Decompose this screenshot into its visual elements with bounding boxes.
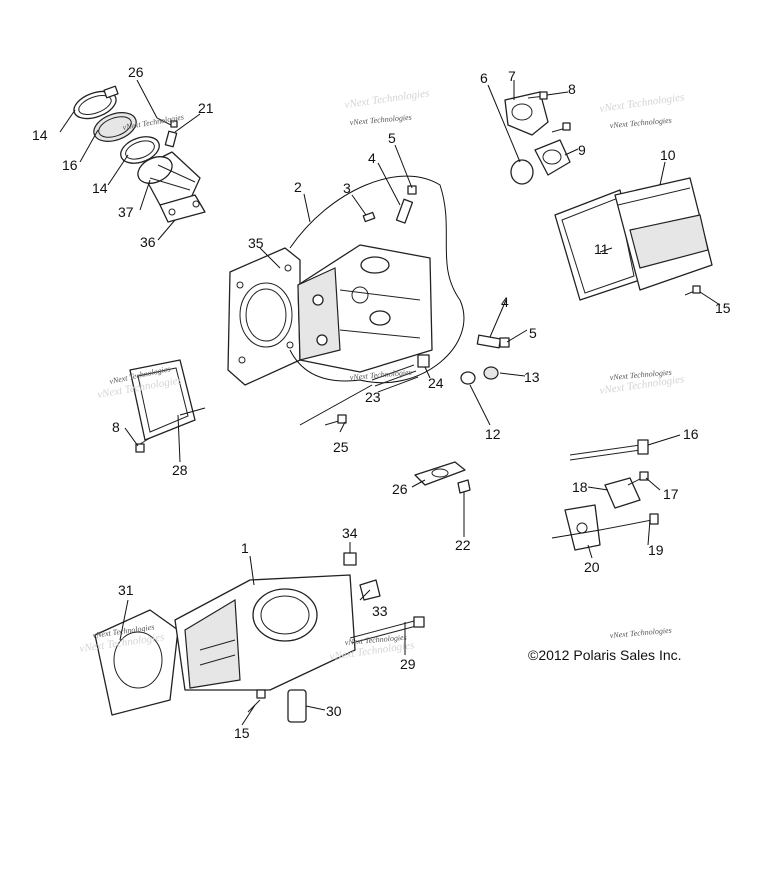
bolt-part-8-left	[135, 437, 151, 453]
callout-30: 30	[326, 703, 342, 719]
callout-8: 8	[112, 419, 120, 435]
washer-part-21	[457, 479, 471, 494]
callout-9: 9	[578, 142, 586, 158]
seal-part-5-lower	[499, 337, 510, 348]
callout-35: 35	[248, 235, 264, 251]
callout-5: 5	[388, 130, 396, 146]
callout-26: 26	[392, 481, 408, 497]
tensioner-part-20	[564, 504, 601, 551]
callout-27: 21	[198, 100, 214, 116]
spring-part-23	[371, 364, 419, 393]
callout-32: 26	[128, 64, 144, 80]
tensioner-body-part-18	[604, 477, 641, 509]
watermark: vNext Technologies	[609, 116, 672, 130]
watermark: vNext Technologies	[349, 113, 412, 127]
callout-4: 4	[501, 294, 509, 310]
valve-cover-part-10	[614, 177, 713, 291]
bolt-part-16	[569, 439, 649, 461]
sleeve-part-4-lower	[476, 334, 502, 349]
callout-6: 6	[480, 70, 488, 86]
callout-4: 4	[368, 150, 376, 166]
callout-24: 24	[428, 375, 444, 391]
callout-16: 16	[683, 426, 699, 442]
bushing-part-30	[287, 689, 307, 723]
callout-25: 25	[333, 439, 349, 455]
exhaust-gasket-part-28	[129, 359, 196, 441]
watermark: vNext Technologies	[609, 626, 672, 640]
callout-20: 20	[584, 559, 600, 575]
intake-boot-part-37	[137, 151, 201, 206]
callout-14: 14	[92, 180, 108, 196]
head-assembly-outline	[289, 175, 465, 384]
callouts: 26 14 16 14 37 36 21 35 2 3 4 5 4 5 6 7 …	[32, 64, 731, 741]
head-gasket-part-35	[227, 247, 301, 386]
oring-part-12	[460, 371, 476, 385]
callout-29: 29	[400, 656, 416, 672]
watermark-ghost: vNext Technologies	[344, 87, 430, 111]
callout-7: 7	[508, 68, 516, 84]
bolt-part-15-block	[247, 689, 266, 713]
base-gasket-part-31	[94, 609, 179, 716]
clamp-part-14-lower	[120, 136, 160, 164]
callout-15: 15	[715, 300, 731, 316]
callout-2: 2	[294, 179, 302, 195]
callout-15: 15	[234, 725, 250, 741]
bolt-part-8-lower	[551, 122, 571, 133]
clamp-part-22	[93, 112, 137, 142]
callout-28: 28	[172, 462, 188, 478]
callout-8: 8	[568, 81, 576, 97]
callout-19: 19	[648, 542, 664, 558]
bolt-part-15-cover	[684, 285, 701, 296]
callout-5: 5	[529, 325, 537, 341]
plug-part-13	[483, 366, 499, 380]
gasket-part-6	[510, 159, 534, 185]
callout-36: 36	[140, 234, 156, 250]
leader-lines	[59, 79, 721, 726]
dowel-part-3	[362, 211, 376, 223]
screw-part-32	[156, 117, 178, 128]
callout-14: 14	[32, 127, 48, 143]
callout-17: 17	[663, 486, 679, 502]
callout-23: 23	[365, 389, 381, 405]
intake-flange-part-36	[159, 194, 206, 223]
seal-part-5-upper	[407, 185, 417, 195]
bolt-part-29	[349, 616, 425, 644]
bolt-part-17	[627, 471, 649, 486]
callout-18: 18	[572, 479, 588, 495]
intake-boot-group	[73, 85, 206, 223]
callout-31: 31	[118, 582, 134, 598]
spring-part-24	[417, 354, 430, 368]
copyright-notice: ©2012 Polaris Sales Inc.	[528, 647, 682, 663]
sleeve-part-4-upper	[395, 198, 414, 224]
callout-1: 1	[241, 540, 249, 556]
clamp-part-14-upper	[73, 85, 119, 120]
bolt-part-19	[599, 513, 659, 531]
callout-10: 10	[660, 147, 676, 163]
bolt-part-25	[324, 414, 347, 426]
callout-12: 12	[485, 426, 501, 442]
cylinder-block-part-1	[174, 574, 356, 691]
watermark-ghost: vNext Technologies	[599, 91, 685, 115]
callout-34: 34	[342, 525, 358, 541]
callout-11: 11	[594, 241, 609, 257]
callout-33: 33	[372, 603, 388, 619]
callout-3: 3	[343, 180, 351, 196]
callout-37: 37	[118, 204, 134, 220]
thermostat-housing-part-7	[504, 91, 549, 136]
callout-13: 13	[524, 369, 540, 385]
cylinder-head-part-2	[297, 244, 433, 373]
thermostat-cover-part-9	[534, 139, 571, 176]
bolt-part-8-upper	[527, 91, 548, 100]
callout-22: 16	[62, 157, 78, 173]
dowel-part-34	[343, 552, 357, 566]
fitting-part-27	[164, 130, 178, 148]
callout-21: 22	[455, 537, 471, 553]
